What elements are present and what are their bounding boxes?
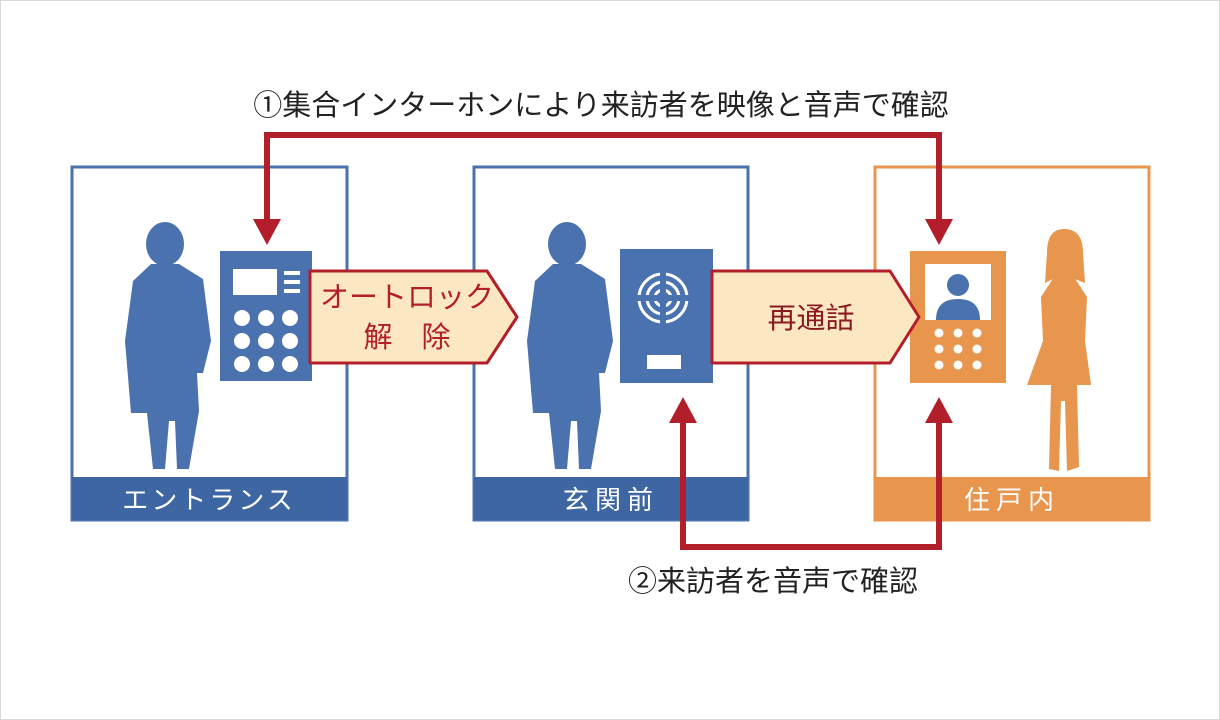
intercom-keypad-icon	[220, 251, 312, 381]
resident-silhouette-icon	[1027, 229, 1091, 471]
step1-caption: ①集合インターホンにより来訪者を映像と音声で確認	[253, 88, 948, 122]
entrance-label-bar	[72, 477, 347, 520]
step2-connector	[669, 397, 953, 550]
autolock-release-arrow: オートロック 解 除	[308, 269, 519, 365]
recall-label: 再通話	[767, 301, 854, 335]
door-speaker-icon	[620, 249, 713, 383]
visitor-silhouette-icon	[527, 222, 613, 469]
arrowhead-up-icon	[669, 397, 697, 423]
step2-caption: ②来訪者を音声で確認	[628, 564, 918, 598]
arrowhead-down-icon	[253, 219, 281, 245]
visitor-silhouette-icon	[125, 222, 211, 469]
entrance-label: エントランス	[122, 486, 295, 516]
autolock-label-line1: オートロック	[320, 280, 494, 314]
arrowhead-down-icon	[925, 219, 953, 245]
video-monitor-icon	[910, 251, 1006, 383]
front-door-label: 玄関前	[563, 486, 659, 516]
autolock-label-line2: 解 除	[363, 320, 450, 354]
front-door-label-bar	[474, 477, 748, 520]
arrowhead-up-icon	[925, 397, 953, 423]
step1-connector	[253, 132, 953, 245]
recall-arrow: 再通話	[710, 269, 921, 365]
inside-label-bar	[875, 477, 1149, 520]
inside-label: 住戸内	[964, 486, 1060, 516]
